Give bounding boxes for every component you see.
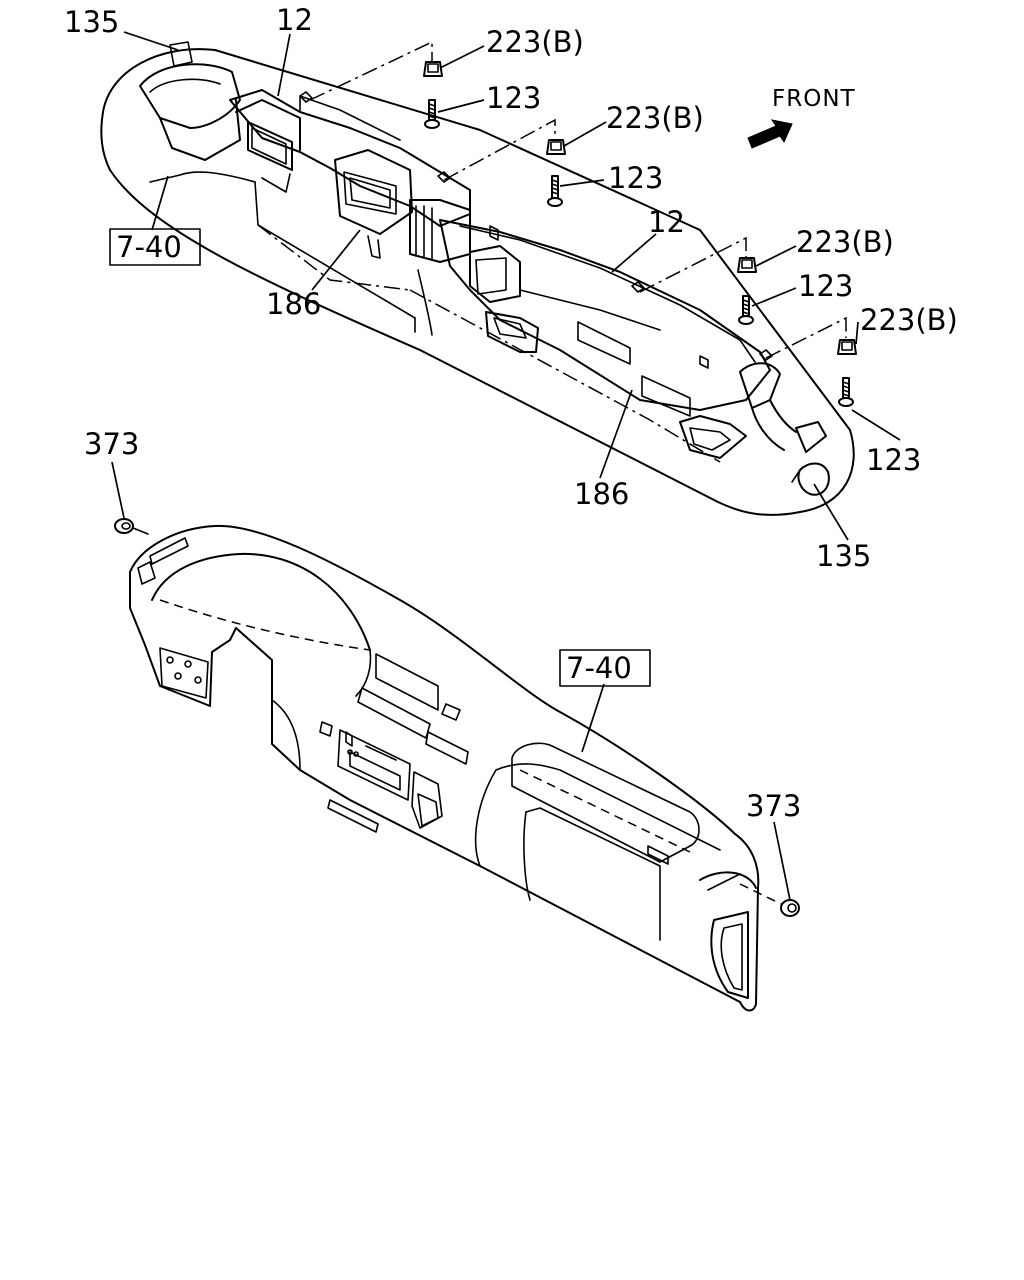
right-side-duct — [679, 362, 830, 496]
screw-123-2 — [547, 175, 563, 207]
label-123-3: 123 — [798, 269, 853, 303]
front-arrow-icon — [747, 119, 793, 149]
label-12-top: 12 — [276, 3, 313, 37]
label-7-40-top: 7-40 — [116, 230, 182, 264]
ref-box-7-40-bottom — [559, 649, 651, 687]
center-vent-outlet — [334, 149, 471, 263]
label-223b-3: 223(B) — [796, 225, 894, 259]
label-123-1: 123 — [486, 81, 541, 115]
label-186-right: 186 — [574, 477, 629, 511]
clip-223b-3 — [737, 257, 757, 273]
clip-223b-4 — [837, 339, 857, 355]
label-12-mid: 12 — [648, 205, 685, 239]
instrument-panel — [129, 524, 760, 1012]
label-223b-1: 223(B) — [486, 25, 584, 59]
center-duct-right-section — [439, 219, 771, 417]
screw-123-4 — [838, 377, 854, 407]
ref-box-7-40-top — [109, 228, 201, 266]
label-223b-2: 223(B) — [606, 101, 704, 135]
label-223b-4: 223(B) — [860, 303, 958, 337]
grommet-373-right — [739, 883, 800, 917]
label-135-right: 135 — [816, 539, 871, 573]
grommet-373-left — [114, 518, 149, 535]
clip-223b-2 — [546, 139, 566, 155]
label-123-4: 123 — [866, 443, 921, 477]
clip-223b-1 — [423, 61, 443, 77]
leader-lines — [111, 31, 901, 901]
upper-dashboard-outline — [100, 48, 855, 516]
duct-clips — [299, 91, 773, 369]
label-373-right: 373 — [746, 789, 801, 823]
label-7-40-bottom: 7-40 — [566, 651, 632, 685]
left-side-duct — [139, 41, 241, 161]
label-186-left: 186 — [266, 287, 321, 321]
front-label: FRONT — [772, 86, 856, 112]
label-123-2: 123 — [608, 161, 663, 195]
screw-123-1 — [424, 99, 440, 129]
screw-123-3 — [738, 295, 754, 325]
label-373-left: 373 — [84, 427, 139, 461]
center-duct-left-section — [229, 89, 471, 227]
fastener-assembly-lines — [257, 40, 847, 463]
label-135-top: 135 — [64, 5, 119, 39]
